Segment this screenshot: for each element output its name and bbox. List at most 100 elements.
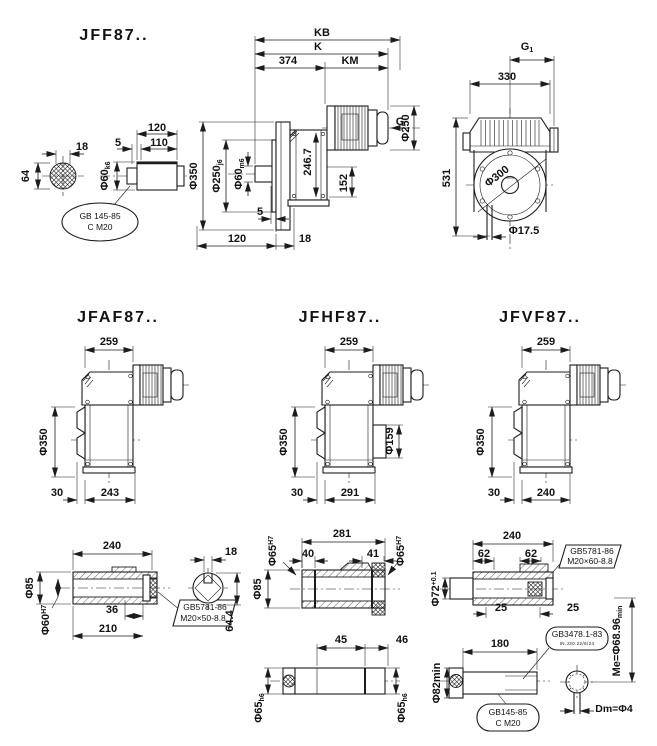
jfaf-dim-259: 259	[100, 336, 118, 348]
shrink-dim-62a: 62	[478, 548, 490, 560]
retaining-bolt	[149, 577, 158, 599]
jff-front-view: Φ300 G1 330 531 Φ17.5	[441, 41, 559, 250]
hollow-dim-210: 210	[99, 623, 117, 635]
view-jff87: JFF87.. 18 64 120 110 5 Φ60k6 GB 145-85	[20, 27, 559, 250]
dim-KM: KM	[341, 55, 358, 67]
dim-dia60k6: Φ60k6	[99, 161, 112, 190]
jff-main-view: KB K 374 KM Φ350 Φ250j6 Φ60m6 246.7 152 …	[188, 27, 420, 250]
jfvf-dim-30: 30	[488, 487, 500, 499]
bushing-section-views: 281 Φ65H7 Φ65H7 40 41 Φ85 45 46 Φ65h6 Φ6…	[252, 528, 409, 723]
dim-dia17.5: Φ17.5	[509, 225, 539, 237]
jfvf-dim-dia350: Φ350	[475, 428, 487, 455]
plug-spec-balloon	[476, 703, 540, 732]
housing-top	[469, 117, 551, 153]
bushing-dim-40: 40	[302, 548, 314, 560]
shaft-end-circle	[49, 162, 77, 190]
hollow-dim-240: 240	[103, 540, 121, 552]
plug-spec-2: C M20	[495, 718, 520, 728]
jfaf-dim-243: 243	[101, 487, 119, 499]
hollow-dim-36: 36	[106, 604, 118, 616]
solid-shaft	[294, 667, 386, 695]
motor-body	[334, 105, 369, 151]
hollow-dim-64.4: 64.4	[224, 609, 236, 631]
jfvf-gear-unit	[507, 359, 627, 485]
jfaf-gear-unit	[70, 359, 190, 485]
jfhf-dim-259: 259	[340, 336, 358, 348]
title-jfhf87: JFHF87..	[299, 309, 382, 326]
dim-K: K	[314, 41, 322, 53]
motor-flange	[326, 105, 336, 151]
hollow-dim-dia60H7: Φ60H7	[40, 605, 52, 635]
balloon-gb145: GB 145-85	[79, 211, 120, 221]
bushing-dim-dia65H7-right: Φ65H7	[395, 536, 407, 566]
jfhf-dim-30: 30	[291, 487, 303, 499]
jfhf-gear-unit	[310, 359, 430, 485]
dim-5b: 5	[257, 206, 263, 218]
shrink-dim-62b: 62	[525, 548, 537, 560]
view-jfvf87: JFVF87.. 259 Φ350 30 240	[475, 309, 627, 504]
shrink-dim-dia72: Φ72+0.1	[430, 571, 442, 606]
view-jfhf87: JFHF87.. 259 Φ350 Φ159 30 291	[278, 309, 430, 504]
hollow-shaft-section-view: 240 Φ85 Φ60H7 36 210 GB5781-86 M20×50-8.…	[24, 540, 241, 640]
bushing-dim-dia65H7-left: Φ65H7	[267, 536, 279, 566]
shrink-dim-180: 180	[491, 638, 509, 650]
dim-18: 18	[76, 141, 88, 153]
dim-64: 64	[20, 169, 32, 182]
dim-110: 110	[150, 137, 168, 149]
jfvf-dim-259: 259	[537, 336, 555, 348]
bushing-dim-45: 45	[335, 634, 347, 646]
dim-KB: KB	[314, 27, 330, 39]
jff-shaft-end-view: 18 64	[20, 141, 88, 196]
dim-dia60m6: Φ60m6	[233, 158, 246, 189]
dim-531: 531	[441, 169, 453, 187]
dim-152: 152	[338, 174, 350, 192]
shrink-dim-240: 240	[503, 530, 521, 542]
spline-spec-1: GB3478.1-83	[552, 629, 603, 639]
title-jff87: JFF87..	[79, 27, 148, 44]
title-jfaf87: JFAF87..	[77, 309, 159, 326]
dim-dia250j6: Φ250j6	[211, 159, 224, 192]
hollow-dim-dia85: Φ85	[24, 577, 36, 598]
jfaf-dim-30: 30	[51, 487, 63, 499]
jfhf-output-hub	[372, 424, 387, 459]
shrink-dim-dia82min: Φ82min	[431, 662, 443, 703]
bushing-dim-46: 46	[396, 634, 408, 646]
spline-spec-2: IN.J30.22/6/24	[560, 641, 595, 646]
jfaf-dim-dia350: Φ350	[38, 428, 50, 455]
jfhf-dim-dia350: Φ350	[278, 428, 290, 455]
dim-5: 5	[115, 137, 121, 149]
hollow-dim-18: 18	[225, 546, 237, 558]
splined-shaft	[462, 671, 538, 695]
dim-G1: G1	[521, 41, 534, 54]
balloon-cm20: C M20	[87, 222, 112, 232]
jfhf-dim-dia159: Φ159	[384, 427, 396, 454]
dim-motor-dia250: Φ250	[400, 114, 412, 141]
dim-374: 374	[279, 55, 298, 67]
motor-fan-cover	[376, 111, 389, 145]
callout-balloon	[61, 202, 139, 242]
plug-spec-1: GB145-85	[489, 707, 528, 717]
hollow-bore-end-view	[192, 572, 224, 604]
view-jfaf87: JFAF87.. 259 Φ350 30 243	[38, 309, 190, 504]
bushing-dim-dia65h6-right: Φ65h6	[396, 693, 409, 723]
dim-18b: 18	[299, 233, 311, 245]
bushing-dim-41: 41	[367, 548, 379, 560]
jff-input-shaft-view: 120 110 5 Φ60k6 GB 145-85 C M20	[61, 122, 192, 242]
shrink-dim-25b: 25	[567, 602, 579, 614]
shrink-dim-dm: Dm=Φ4	[595, 703, 633, 715]
title-jfvf87: JFVF87..	[499, 309, 581, 326]
shrink-bolt-spec-label	[558, 544, 622, 569]
jfhf-dim-291: 291	[341, 487, 359, 499]
bushing-dim-dia65h6-left: Φ65h6	[253, 693, 266, 723]
bushing-dim-dia85: Φ85	[252, 578, 264, 599]
dim-330: 330	[498, 71, 516, 83]
shrink-dim-me: Me=Φ68.96min	[611, 606, 624, 677]
mounting-flange	[275, 121, 291, 231]
spline-spec-label	[545, 626, 609, 651]
shrink-bolt-spec-1: GB5781-86	[570, 546, 614, 556]
dim-G: G	[396, 116, 405, 128]
dim-246.7: 246.7	[302, 148, 314, 176]
shrink-disc-section-views: 240 62 62 Φ72+0.1 GB5781-86 M20×60-8.8 2…	[430, 530, 636, 732]
